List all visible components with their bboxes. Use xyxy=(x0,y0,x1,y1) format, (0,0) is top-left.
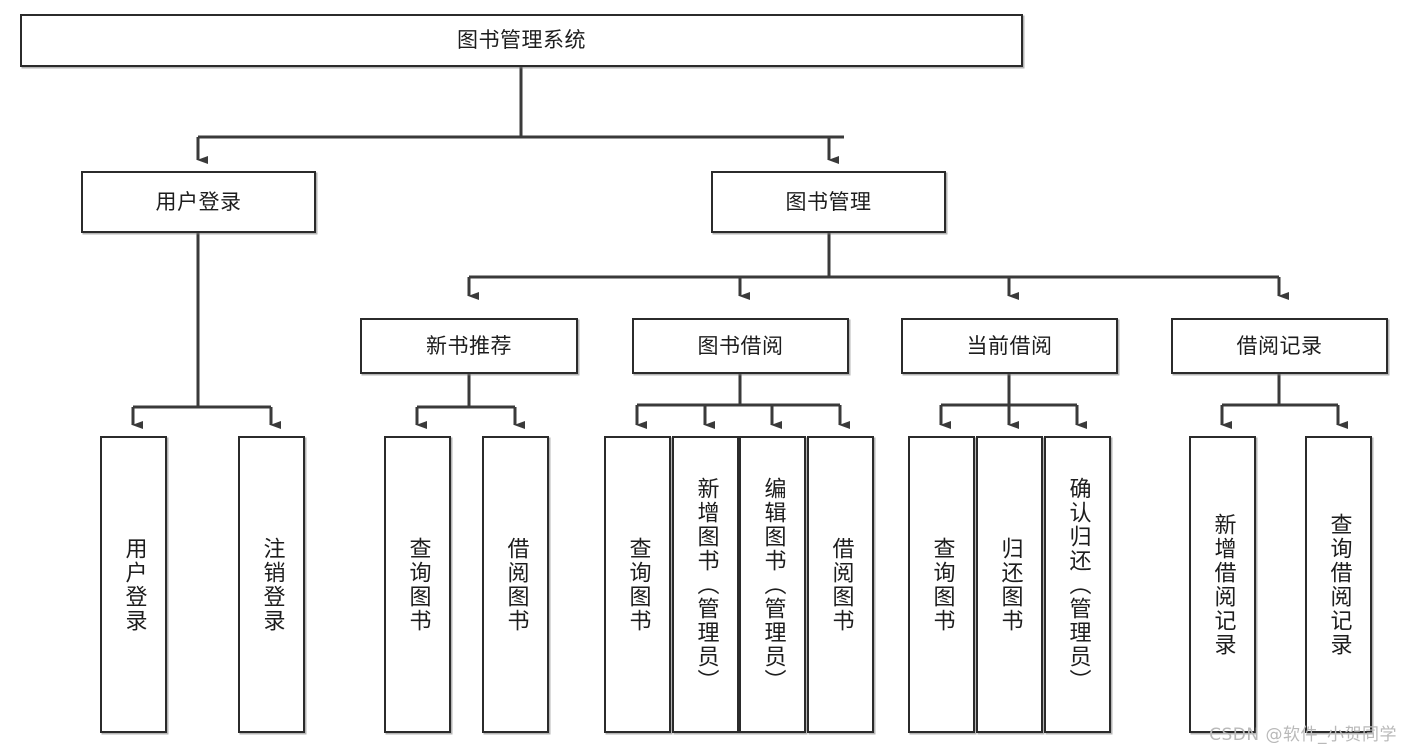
leaf-new-book-query-label: 查询图书 xyxy=(405,536,431,633)
node-current-borrow[interactable]: 当前借阅 xyxy=(901,318,1118,374)
leaf-user-login-logout[interactable]: 注销登录 xyxy=(238,436,305,733)
node-user-login[interactable]: 用户登录 xyxy=(81,171,316,233)
leaf-borrow-record-query[interactable]: 查询借阅记录 xyxy=(1305,436,1372,733)
leaf-current-borrow-query-label: 查询图书 xyxy=(929,536,955,633)
leaf-borrow-record-query-label: 查询借阅记录 xyxy=(1326,512,1352,657)
leaf-current-borrow-confirm[interactable]: 确认归还（管理员） xyxy=(1044,436,1111,733)
leaf-current-borrow-query[interactable]: 查询图书 xyxy=(908,436,975,733)
node-book-management-label: 图书管理 xyxy=(785,189,872,214)
leaf-book-borrow-edit-label: 编辑图书（管理员） xyxy=(760,476,786,693)
leaf-new-book-query[interactable]: 查询图书 xyxy=(384,436,451,733)
leaf-user-login-login-label: 用户登录 xyxy=(121,536,147,633)
node-current-borrow-label: 当前借阅 xyxy=(966,333,1053,358)
node-root-label: 图书管理系统 xyxy=(457,28,586,53)
leaf-current-borrow-return-label: 归还图书 xyxy=(997,536,1023,633)
node-user-login-label: 用户登录 xyxy=(155,189,242,214)
node-borrow-record[interactable]: 借阅记录 xyxy=(1171,318,1388,374)
leaf-user-login-logout-label: 注销登录 xyxy=(259,536,285,633)
leaf-book-borrow-add[interactable]: 新增图书（管理员） xyxy=(672,436,739,733)
leaf-user-login-login[interactable]: 用户登录 xyxy=(100,436,167,733)
node-new-book-recommend[interactable]: 新书推荐 xyxy=(360,318,578,374)
leaf-borrow-record-add-label: 新增借阅记录 xyxy=(1210,512,1236,657)
leaf-book-borrow-edit[interactable]: 编辑图书（管理员） xyxy=(739,436,806,733)
leaf-new-book-borrow-label: 借阅图书 xyxy=(503,536,529,633)
node-borrow-record-label: 借阅记录 xyxy=(1236,333,1323,358)
leaf-current-borrow-return[interactable]: 归还图书 xyxy=(976,436,1043,733)
leaf-book-borrow-query-label: 查询图书 xyxy=(625,536,651,633)
leaf-book-borrow-query[interactable]: 查询图书 xyxy=(604,436,671,733)
node-new-book-recommend-label: 新书推荐 xyxy=(426,333,512,358)
node-book-borrow[interactable]: 图书借阅 xyxy=(632,318,849,374)
watermark-text: CSDN @软件_小贺同学 xyxy=(1209,725,1397,745)
node-book-borrow-label: 图书借阅 xyxy=(697,333,784,358)
leaf-book-borrow-borrow[interactable]: 借阅图书 xyxy=(807,436,874,733)
leaf-current-borrow-confirm-label: 确认归还（管理员） xyxy=(1065,476,1091,693)
leaf-book-borrow-add-label: 新增图书（管理员） xyxy=(693,476,719,693)
node-root[interactable]: 图书管理系统 xyxy=(20,14,1023,67)
node-book-management[interactable]: 图书管理 xyxy=(711,171,946,233)
leaf-book-borrow-borrow-label: 借阅图书 xyxy=(828,536,854,633)
leaf-new-book-borrow[interactable]: 借阅图书 xyxy=(482,436,549,733)
leaf-borrow-record-add[interactable]: 新增借阅记录 xyxy=(1189,436,1256,733)
